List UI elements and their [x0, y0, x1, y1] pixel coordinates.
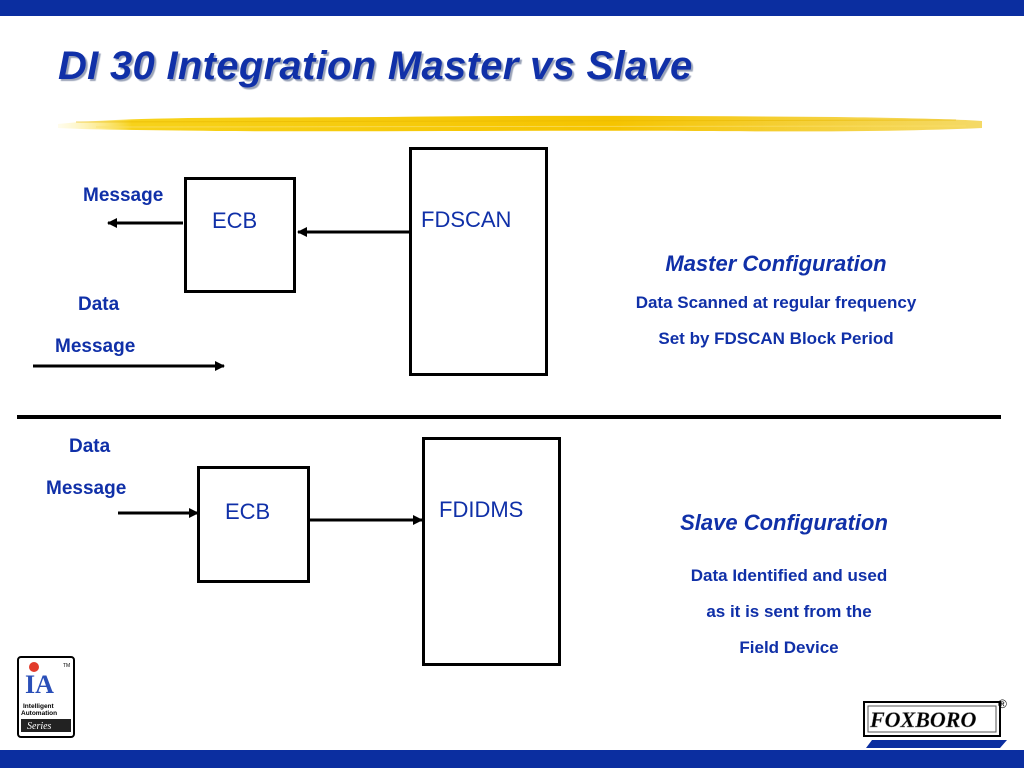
- page-title: DI 30 Integration Master vs Slave: [58, 44, 693, 88]
- slave-data-label: Data: [69, 436, 111, 457]
- ia-logo-mark: IA: [25, 670, 54, 699]
- master-config-line-2: Set by FDSCAN Block Period: [658, 329, 894, 348]
- ia-logo-line-1: Intelligent: [23, 703, 55, 710]
- ia-logo-graphic: IA TM Intelligent Automation Series: [21, 662, 71, 732]
- title-highlight-stroke: [58, 115, 982, 132]
- fdscan-label: FDSCAN: [421, 207, 512, 232]
- master-data-message-label: Message: [55, 336, 136, 357]
- master-ecb-block: ECB: [184, 177, 296, 293]
- slave-config-line-3: Field Device: [739, 638, 839, 657]
- master-config-title: Master Configuration: [665, 251, 887, 276]
- bottom-bar: [0, 750, 1024, 768]
- ia-series-logo: IA TM Intelligent Automation Series: [17, 656, 75, 738]
- foxboro-logo: FOXBORO ®: [862, 696, 1010, 748]
- top-bar: [0, 0, 1024, 16]
- master-message-label: Message: [83, 185, 164, 206]
- master-config-line-1: Data Scanned at regular frequency: [635, 293, 917, 312]
- slave-ecb-block: ECB: [197, 466, 310, 583]
- slave-config-title: Slave Configuration: [680, 510, 888, 535]
- fdscan-block: FDSCAN: [409, 147, 548, 376]
- ia-logo-series: Series: [27, 721, 52, 732]
- master-ecb-label: ECB: [212, 208, 258, 233]
- slave-config-line-1: Data Identified and used: [690, 566, 888, 585]
- slave-data-message-label: Message: [46, 478, 127, 499]
- foxboro-wordmark: FOXBORO: [869, 707, 976, 732]
- master-data-label: Data: [78, 294, 120, 315]
- slave-ecb-label: ECB: [225, 499, 271, 524]
- ia-logo-tm: TM: [63, 663, 70, 669]
- slave-config-line-2: as it is sent from the: [706, 602, 872, 621]
- ia-logo-line-2: Automation: [21, 710, 57, 717]
- foxboro-logo-graphic: FOXBORO ®: [863, 697, 1007, 748]
- fdidms-label: FDIDMS: [439, 497, 524, 522]
- fdidms-block: FDIDMS: [422, 437, 561, 666]
- registered-mark: ®: [998, 697, 1007, 711]
